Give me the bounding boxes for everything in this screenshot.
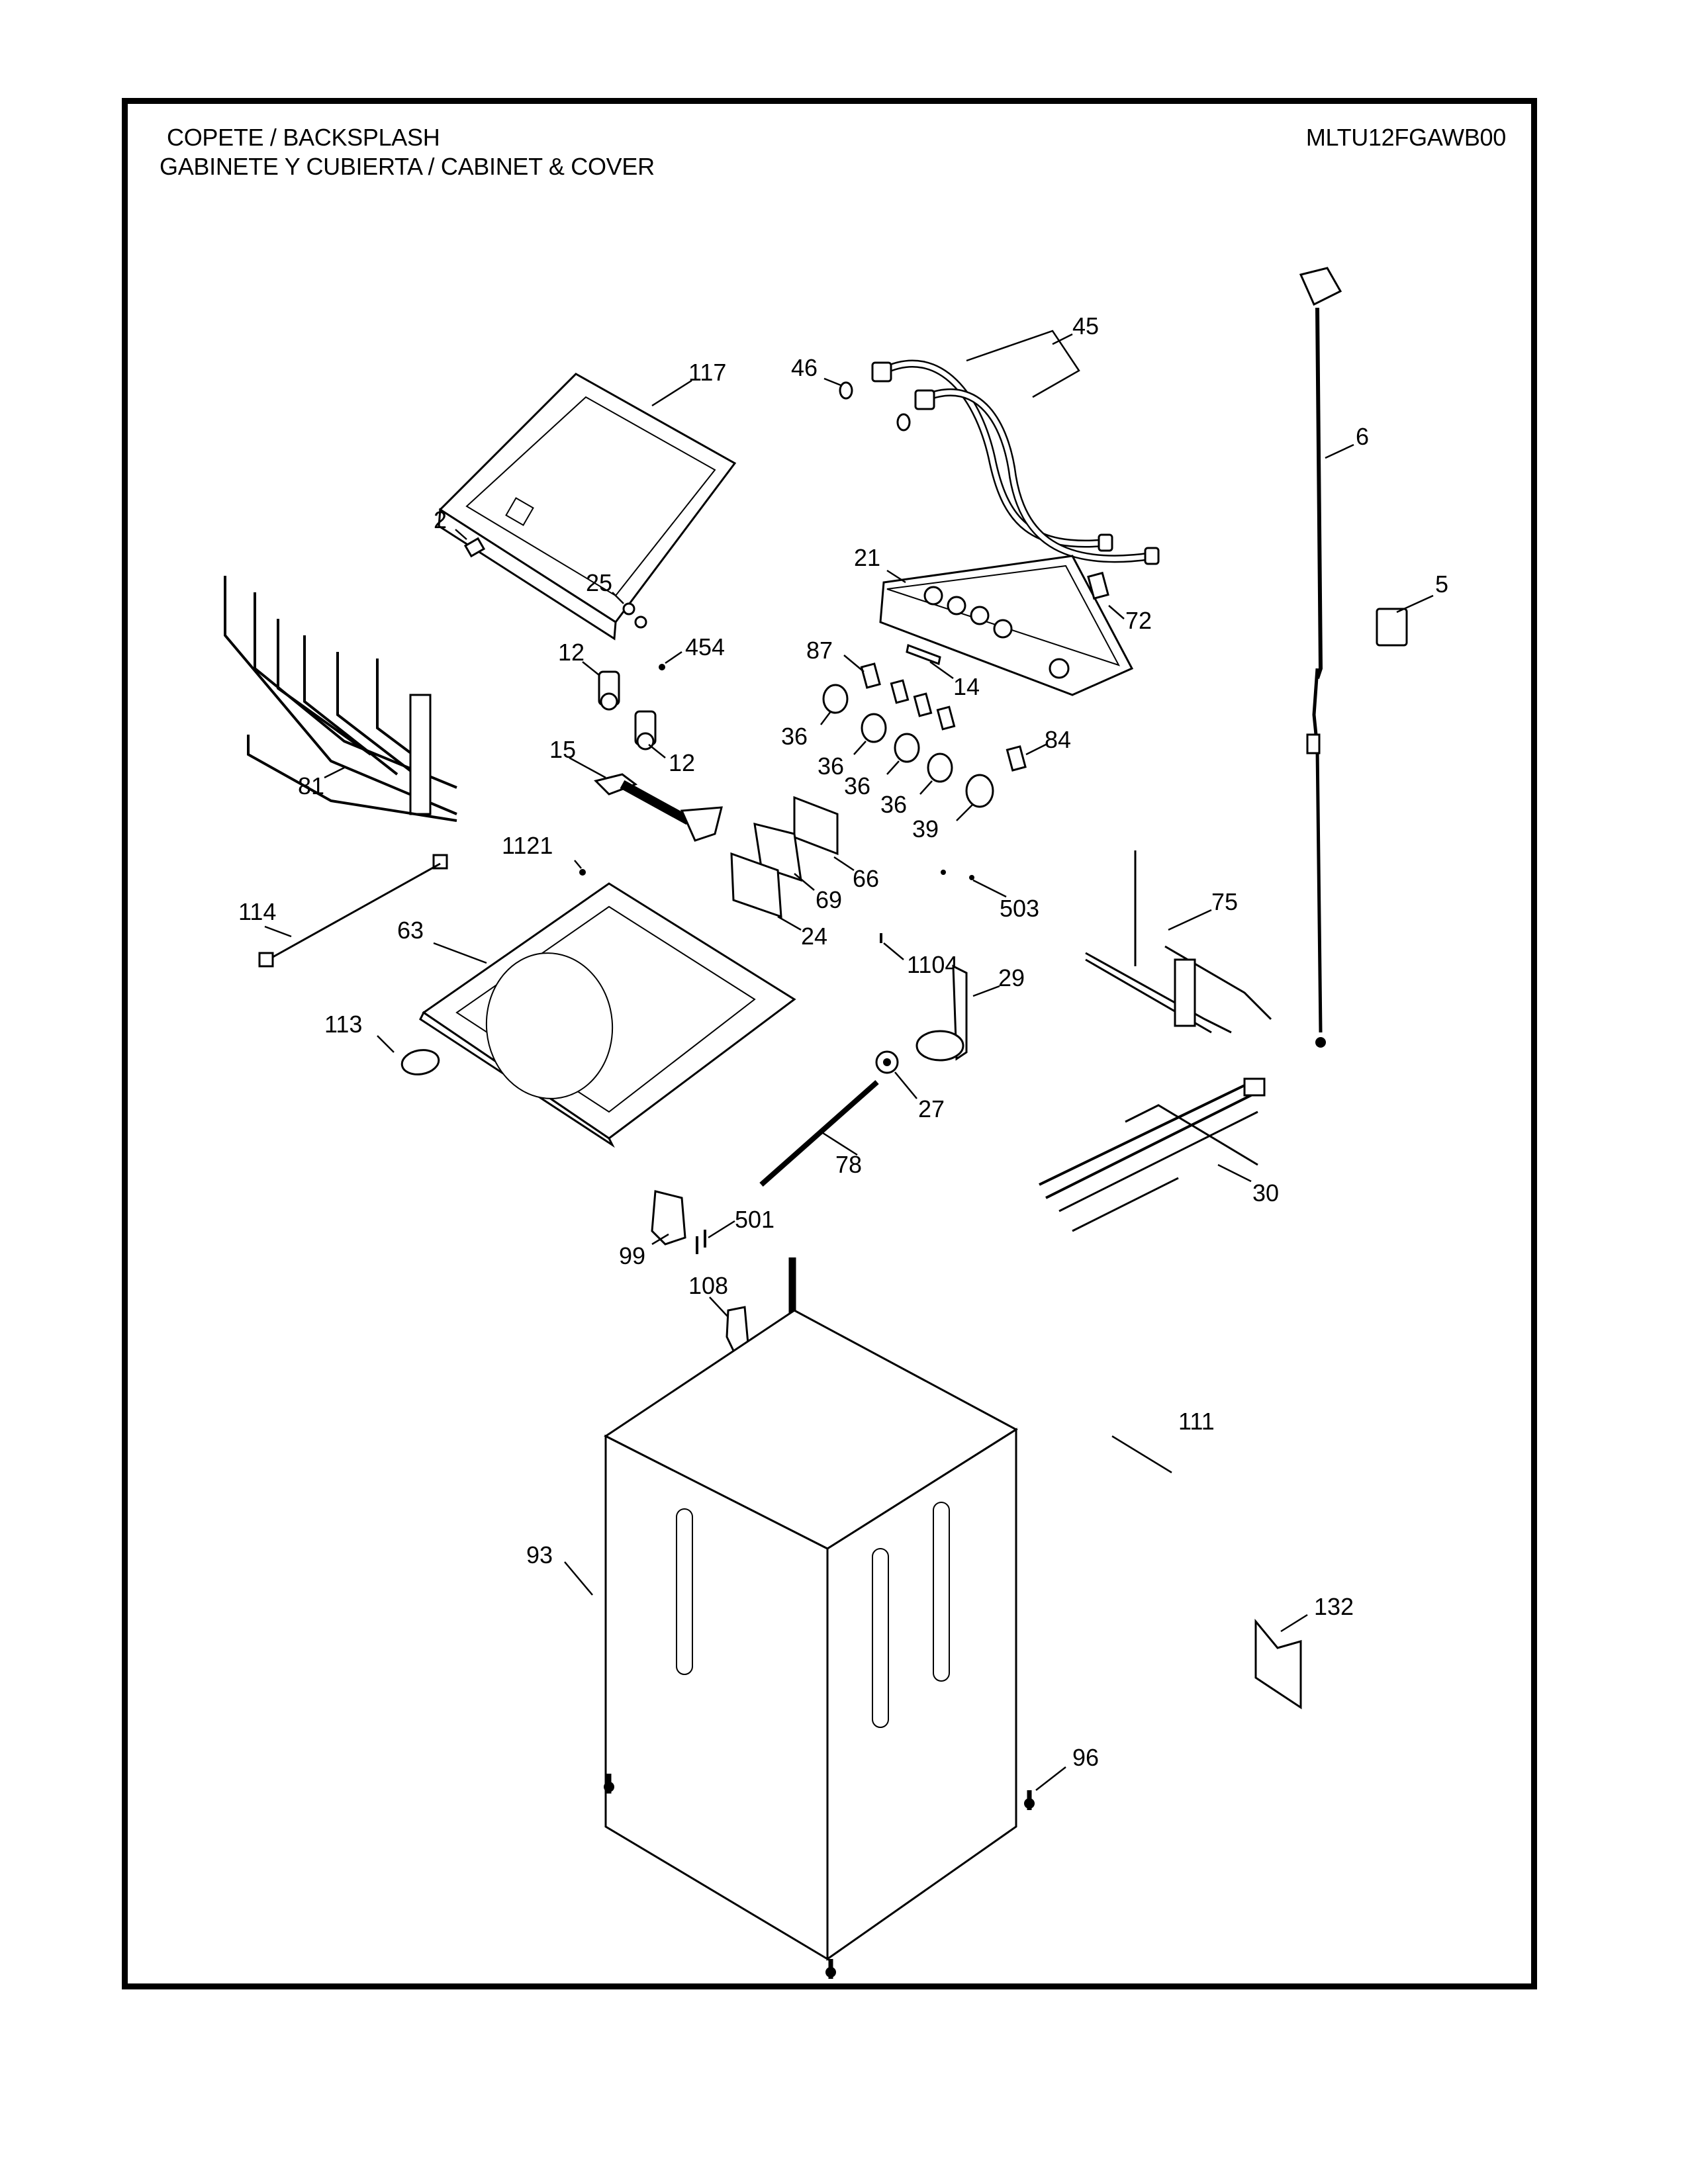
part-label: 75 <box>1211 888 1238 915</box>
part-label: 454 <box>685 633 725 660</box>
part-label: 1104 <box>907 951 958 978</box>
part-lid-lock[interactable]: 29 <box>915 964 1025 1062</box>
part-jumper-harness[interactable]: 114 <box>238 854 448 968</box>
part-pressure-switch[interactable]: 27 <box>875 1050 945 1122</box>
part-cabinet[interactable]: 93 <box>526 1309 1018 1961</box>
switch-bank <box>890 679 956 731</box>
part-backsplash-panel[interactable]: 21 <box>854 544 1134 696</box>
part-knob-36c[interactable]: 36 <box>844 733 920 799</box>
part-lid[interactable]: 117 <box>438 359 737 641</box>
part-knob-36d[interactable]: 36 <box>880 752 953 818</box>
part-label: 36 <box>781 723 808 750</box>
part-screw-501[interactable]: 501 <box>696 1206 774 1254</box>
part-light-pipe[interactable]: 14 <box>906 643 980 700</box>
part-label: 36 <box>818 752 844 780</box>
cabinet-vent-slots <box>676 1502 950 1728</box>
part-label: 72 <box>1125 607 1152 634</box>
part-knob-36a[interactable]: 36 <box>781 684 849 750</box>
part-switch-84[interactable]: 84 <box>1006 726 1071 772</box>
part-motor-harness[interactable]: 75 <box>1085 850 1272 1034</box>
part-label: 114 <box>238 898 276 925</box>
part-water-valve-1[interactable]: 12 <box>558 639 620 711</box>
part-label: 27 <box>918 1095 945 1122</box>
part-label: 21 <box>854 544 880 571</box>
model-number: MLTU12FGAWB00 <box>1305 124 1506 151</box>
part-literature[interactable]: 132 <box>1254 1593 1354 1709</box>
part-label: 46 <box>791 354 818 381</box>
part-label: 108 <box>688 1272 728 1299</box>
part-lid-bumper[interactable]: 2 <box>434 506 486 558</box>
part-label: 36 <box>844 772 870 799</box>
part-label: 29 <box>998 964 1025 991</box>
part-label: 99 <box>619 1242 645 1269</box>
part-water-valve-2[interactable]: 12 <box>634 710 695 776</box>
part-screw-454[interactable]: 454 <box>659 633 725 670</box>
part-label: 78 <box>835 1151 862 1178</box>
part-inlet-hoses[interactable]: 45 <box>871 312 1160 565</box>
part-knob-39[interactable]: 39 <box>912 774 994 842</box>
part-wire-harness-81[interactable]: 81 <box>224 576 457 822</box>
part-label: 117 <box>688 359 726 386</box>
leg-bottom-front <box>825 1959 836 1979</box>
part-label: 84 <box>1045 726 1071 753</box>
part-pressure-hose[interactable]: 78 <box>759 1080 879 1187</box>
part-label: 12 <box>669 749 695 776</box>
part-label: 132 <box>1314 1593 1354 1620</box>
part-label: 503 <box>1000 895 1039 922</box>
part-label: 1121 <box>502 832 553 859</box>
backsplash-knob-holes <box>923 586 1070 679</box>
part-power-cord[interactable]: 6 <box>1299 267 1369 1048</box>
part-fill-hose[interactable]: 15 <box>549 736 723 842</box>
part-label: 39 <box>912 815 939 842</box>
part-label: 111 <box>1178 1408 1215 1435</box>
part-top-cover[interactable]: 63 <box>397 882 796 1148</box>
leg-bottom-right <box>1024 1790 1035 1810</box>
part-connector[interactable]: 72 <box>1087 571 1152 634</box>
part-bleach-cap[interactable]: 113 <box>324 1011 441 1077</box>
section-title-backsplash: COPETE / BACKSPLASH <box>167 124 440 151</box>
part-label: 501 <box>735 1206 774 1233</box>
part-label: 113 <box>324 1011 362 1038</box>
part-label: 6 <box>1356 423 1369 450</box>
part-lid-switch[interactable]: 99 <box>619 1190 686 1269</box>
part-board-cover[interactable]: 24 <box>730 852 827 950</box>
part-clip[interactable]: 25 <box>586 569 647 629</box>
part-label: 25 <box>586 569 612 596</box>
part-label: 69 <box>816 886 842 913</box>
part-main-harness[interactable]: 30 <box>1039 1077 1279 1232</box>
part-label: 5 <box>1435 570 1448 598</box>
part-label: 45 <box>1072 312 1099 340</box>
part-screw-503[interactable]: 503 <box>941 870 1039 922</box>
part-knob-36b[interactable]: 36 <box>818 713 887 780</box>
part-label: 2 <box>434 506 447 533</box>
part-label: 81 <box>298 772 324 799</box>
part-label: 96 <box>1072 1744 1099 1771</box>
part-label: 66 <box>853 865 879 892</box>
part-label: 15 <box>549 736 576 763</box>
part-screw-1121[interactable]: 1121 <box>502 832 586 876</box>
part-label: 12 <box>558 639 585 666</box>
diagram-border <box>122 98 1537 1989</box>
part-hose-washer[interactable]: 46 <box>791 354 911 432</box>
part-label: 63 <box>397 917 424 944</box>
part-junction-box[interactable]: 5 <box>1376 570 1448 647</box>
part-leveling-leg[interactable]: 96 <box>604 1744 1099 1979</box>
part-cord-clamp[interactable]: 108 <box>688 1272 749 1355</box>
part-label: 24 <box>801 923 827 950</box>
part-label: 30 <box>1252 1179 1279 1206</box>
part-bracket-66[interactable]: 66 <box>793 796 879 892</box>
leg-bottom-left <box>604 1774 614 1794</box>
part-label: 36 <box>880 791 907 818</box>
part-screw-1104[interactable]: 1104 <box>880 933 958 978</box>
part-label: 93 <box>526 1541 553 1569</box>
section-title-cabinet: GABINETE Y CUBIERTA / CABINET & COVER <box>160 153 655 180</box>
part-switch-87[interactable]: 87 <box>806 637 881 689</box>
part-label: 14 <box>953 673 980 700</box>
part-label: 87 <box>806 637 833 664</box>
